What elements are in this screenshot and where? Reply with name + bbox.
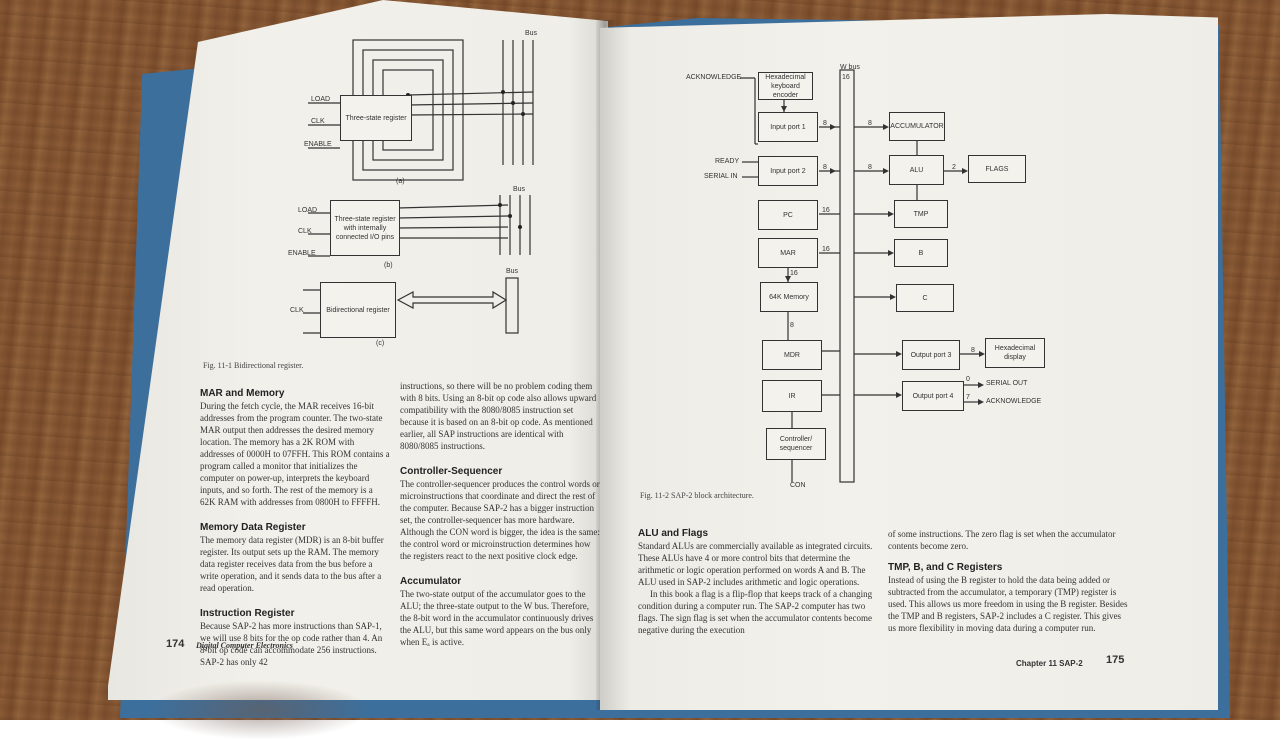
fig2-hex-display: Hexadecimal display [985,338,1045,368]
fig2-memory: 64K Memory [760,282,818,312]
heading-tmp-b-c: TMP, B, and C Registers [888,562,1003,573]
fig2-wbus-width: 16 [842,74,850,81]
para-zero-flag: of some instructions. The zero flag is s… [888,529,1116,551]
fig1-load-a: LOAD [311,96,331,103]
left-page-number: 174 [166,638,185,650]
heading-instruction-register: Instruction Register [200,608,295,619]
fig2-alu: ALU [889,155,944,185]
fig2-width-acc: 8 [868,120,872,127]
para-alu: Standard ALUs are commercially available… [638,541,873,587]
para-controller-sequencer: The controller-sequencer produces the co… [400,479,600,561]
right-page: W bus 16 ACKNOWLEDGE READY SERIAL IN Hex… [600,14,1218,710]
left-running-title: Digital Computer Electronics [196,641,293,650]
fig2-flags: FLAGS [968,155,1026,183]
fig1-sub-c: (c) [376,340,385,347]
fig1-load-b: LOAD [298,207,318,214]
fig1-enable-b: ENABLE [288,250,316,257]
heading-mar-memory: MAR and Memory [200,388,285,399]
fig1-enable-a: ENABLE [304,141,332,148]
right-page-number: 175 [1106,654,1125,666]
para-flags: In this book a flag is a flip-flop that … [638,589,873,635]
hand-blur [150,680,370,740]
fig2-width-mem: 16 [790,270,798,277]
fig2-output-port-4: Output port 4 [902,381,964,411]
fig2-wbus-label: W bus [840,64,860,71]
fig2-input-port-2: Input port 2 [758,156,818,186]
fig2-con: CON [790,482,806,489]
fig2-input-port-1: Input port 1 [758,112,818,142]
fig1-bus-b-label: Bus [513,186,526,193]
para-mdr: The memory data register (MDR) is an 8-b… [200,535,384,593]
para-tmp-b-c: Instead of using the B register to hold … [888,575,1128,633]
fig2-width-mar: 16 [822,246,830,253]
fig2-bit-7: 7 [966,394,970,401]
right-col1: ALU and Flags Standard ALUs are commerci… [638,528,873,636]
fig2-serial-in: SERIAL IN [704,173,738,180]
fig2-pc: PC [758,200,818,230]
fig1-box-b: Three-state register with internally con… [330,200,400,256]
left-col1: MAR and Memory During the fetch cycle, t… [200,388,390,668]
fig1-clk-b: CLK [298,228,312,235]
fig1-sub-a: (a) [396,178,405,185]
fig1-clk-c: CLK [290,307,304,314]
heading-mdr: Memory Data Register [200,522,306,533]
para-instructions-cont: instructions, so there will be no proble… [400,381,597,451]
fig1-clk-a: CLK [311,118,325,125]
right-chapter-label: Chapter 11 SAP-2 [1016,659,1083,668]
left-page: Bus LOAD CLK ENABLE Three-state register… [108,0,608,700]
para-accumulator: The two-state output of the accumulator … [400,589,594,647]
fig2-tmp: TMP [894,200,948,228]
fig1-box-c: Bidirectional register [320,282,396,338]
fig2-mar: MAR [758,238,818,268]
fig2-accumulator: ACCUMULATOR [889,112,945,141]
fig2-c: C [896,284,954,312]
fig2-width-in1: 8 [823,120,827,127]
fig2-bit-0: 0 [966,376,970,383]
fig2-acknowledge-out: ACKNOWLEDGE [986,398,1042,405]
fig2-ir: IR [762,380,822,412]
fig2-hex-encoder: Hexadecimal keyboard encoder [758,72,813,100]
heading-controller-sequencer: Controller-Sequencer [400,466,503,477]
fig2-width-alu: 8 [868,164,872,171]
fig2-serial-out: SERIAL OUT [986,380,1028,387]
heading-alu-flags: ALU and Flags [638,528,709,539]
fig1-box-a: Three-state register [340,95,412,141]
fig2-b: B [894,239,948,267]
fig1-bus-c-label: Bus [506,268,519,275]
para-instruction-register: Because SAP-2 has more instructions than… [200,621,383,667]
fig2-width-pc: 16 [822,207,830,214]
fig2-controller-sequencer: Controller/ sequencer [766,428,826,460]
fig2-width-flags: 2 [952,164,956,171]
fig2-mdr: MDR [762,340,822,370]
right-col2: of some instructions. The zero flag is s… [888,528,1128,634]
fig2-caption: Fig. 11-2 SAP-2 block architecture. [640,491,754,500]
fig1-caption: Fig. 11-1 Bidirectional register. [203,361,304,370]
fig2-width-mdr: 8 [790,322,794,329]
fig1-sub-b: (b) [384,262,393,269]
heading-accumulator: Accumulator [400,576,462,587]
fig2-width-out3: 8 [971,347,975,354]
fig2-acknowledge-in: ACKNOWLEDGE [686,74,742,81]
left-col2: instructions, so there will be no proble… [400,380,600,648]
fig1-bus-a-label: Bus [525,30,538,37]
fig-11-2-diagram [740,69,985,483]
fig2-ready: READY [715,158,740,165]
fig2-output-port-3: Output port 3 [902,340,960,370]
para-mar-memory: During the fetch cycle, the MAR receives… [200,401,390,507]
fig2-width-in2: 8 [823,164,827,171]
